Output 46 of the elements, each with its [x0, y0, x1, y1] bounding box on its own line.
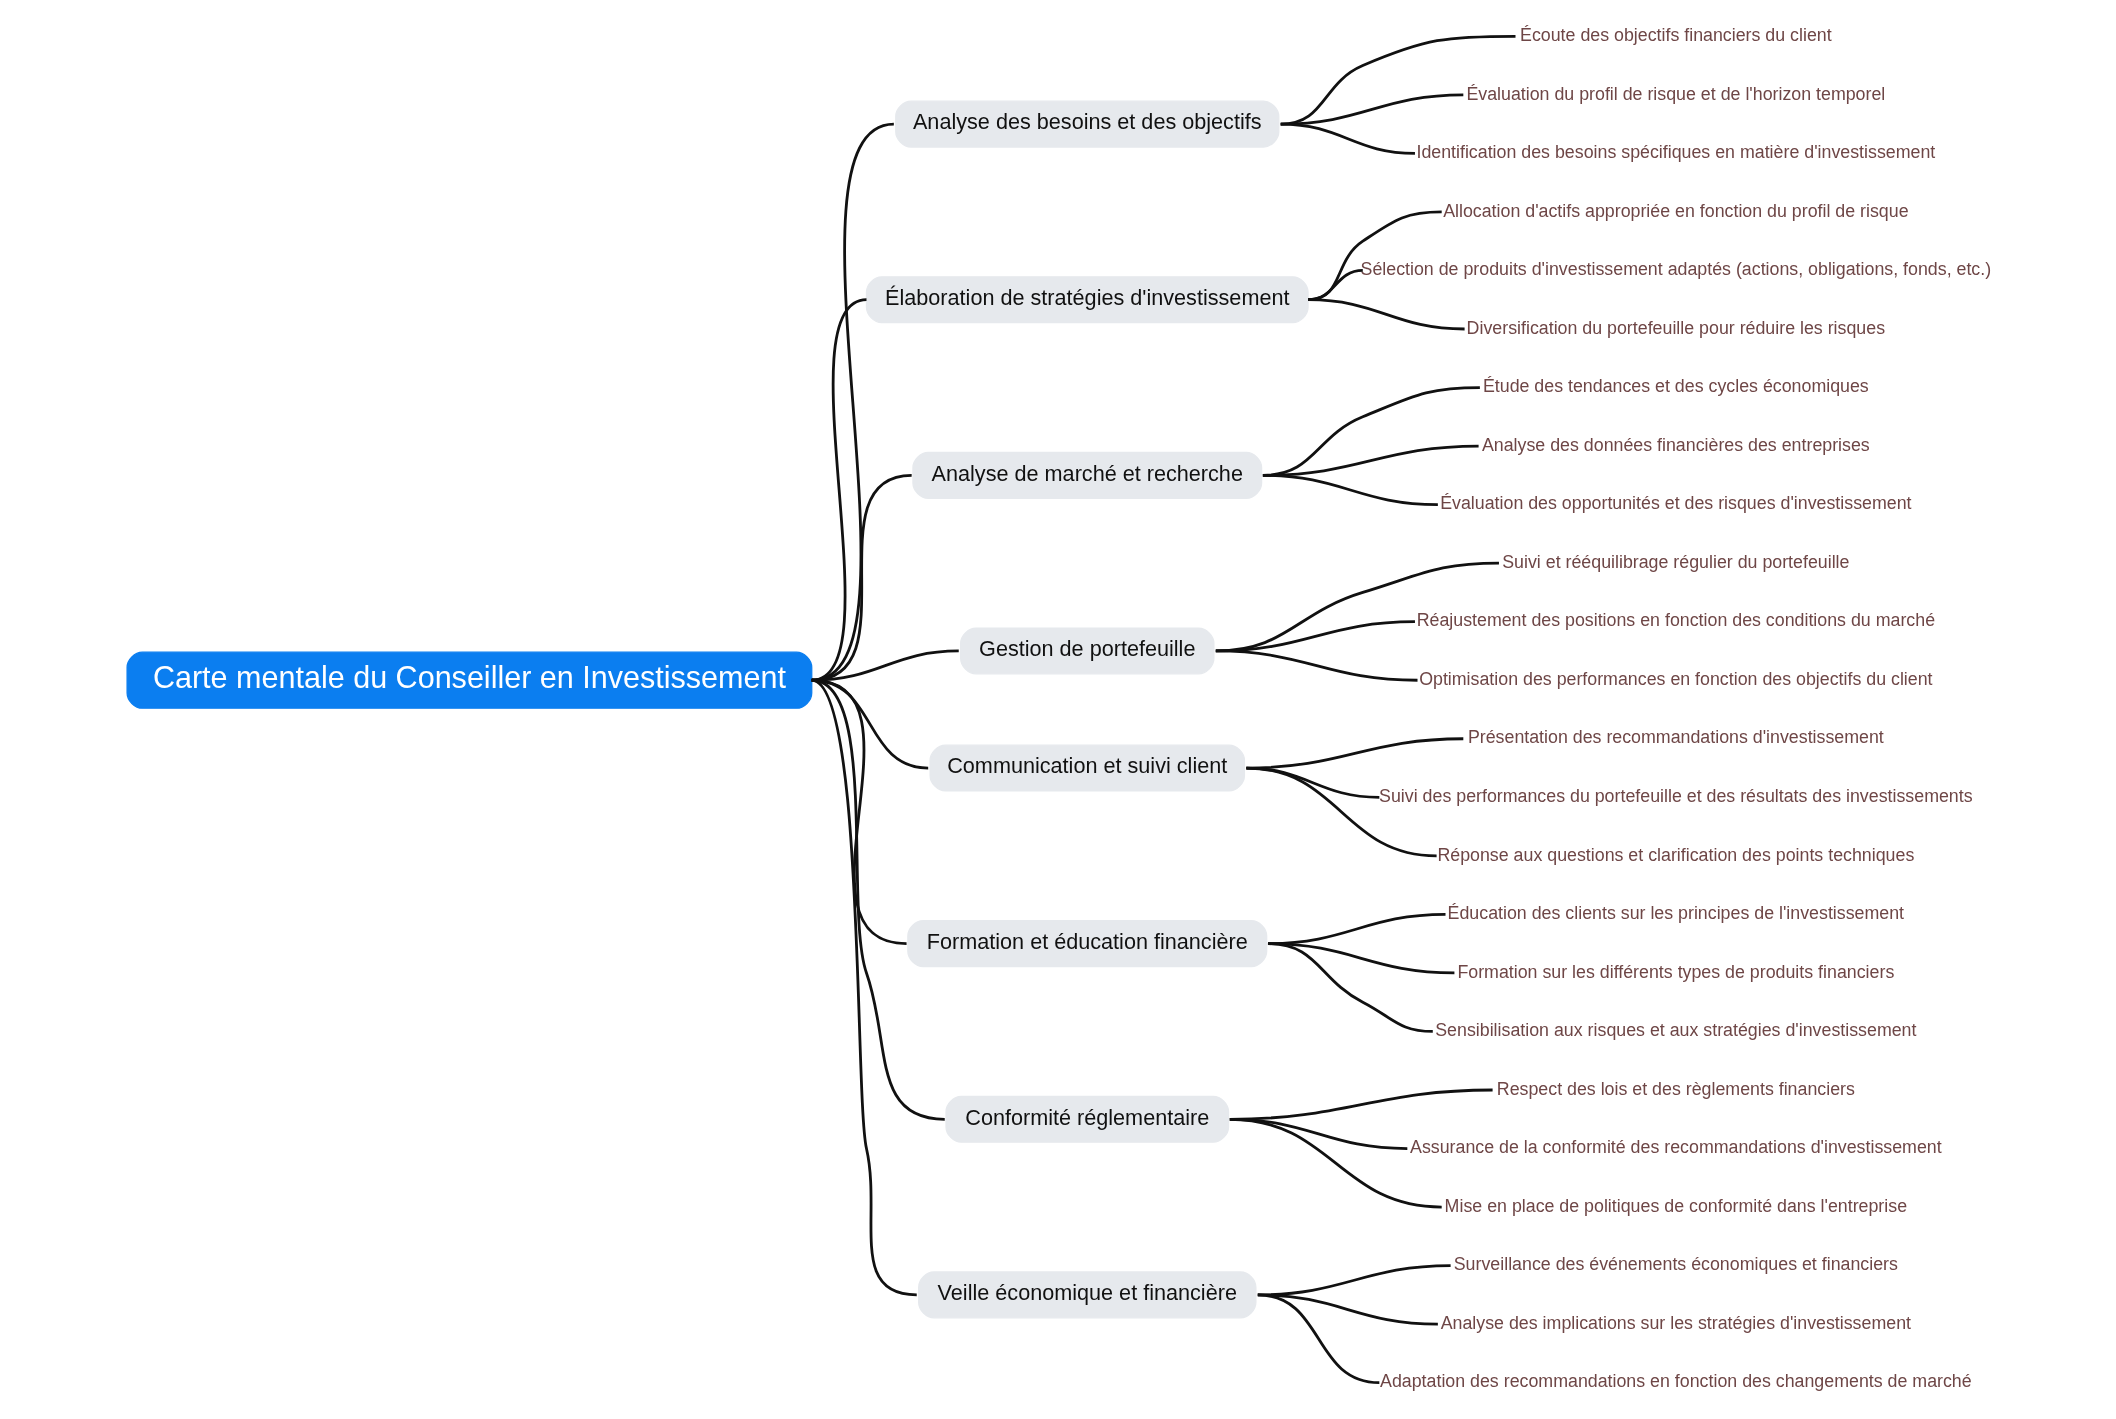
connector	[1257, 1293, 1380, 1385]
node-box: Gestion de portefeuille	[960, 627, 1215, 675]
node-text: Suivi des performances du portefeuille et des résultats des investissements	[1379, 786, 1973, 807]
node-box: Analyse de marché et recherche	[912, 451, 1263, 499]
node-text: Formation sur les différents types de produits financiers	[1457, 961, 1895, 982]
node-text: Surveillance des événements économiques et financiers	[1453, 1254, 1898, 1275]
connector	[1215, 561, 1499, 653]
node-text: Respect des lois et des règlements financiers	[1496, 1078, 1855, 1099]
node-text: Optimisation des performances en fonction des objectifs du client	[1419, 668, 1933, 689]
connector	[1229, 1117, 1442, 1209]
node-box: Élaboration de stratégies d'investissement	[865, 276, 1309, 324]
node-box: Conformité réglementaire	[945, 1095, 1230, 1143]
connector	[1215, 620, 1415, 653]
connector	[1257, 1264, 1451, 1297]
node-text: Évaluation du profil de risque et de l'horizon temporel	[1466, 83, 1886, 104]
node-text: Adaptation des recommandations en fonction des changements de marché	[1380, 1371, 1972, 1392]
connector	[1267, 942, 1433, 1033]
connector	[810, 679, 917, 1297]
node-text: Réponse aux questions et clarification des points techniques	[1437, 844, 1915, 865]
node-text: Sensibilisation aux risques et aux stratégies d'investissement	[1435, 1020, 1917, 1041]
connector	[1257, 1293, 1438, 1326]
node-text: Évaluation des opportunités et des risques d'investissement	[1440, 493, 1912, 514]
node-text: Analyse des implications sur les stratégies d'investissement	[1440, 1312, 1911, 1333]
node-text: Présentation des recommandations d'investissement	[1467, 727, 1884, 748]
node-text: Éducation des clients sur les principes de l'investissement	[1447, 903, 1905, 924]
node-text: Diversification du portefeuille pour réduire les risques	[1466, 317, 1886, 338]
node-text: Allocation d'actifs appropriée en fonction du profil de risque	[1443, 200, 1909, 221]
node-text: Analyse des données financières des entreprises	[1481, 434, 1870, 455]
node-box: Carte mentale du Conseiller en Investissement	[126, 651, 813, 709]
node-box: Formation et éducation financière	[907, 920, 1268, 968]
connector	[1262, 473, 1438, 506]
connector	[1308, 298, 1465, 331]
node-text: Identification des besoins spécifiques en matière d'investissement	[1416, 142, 1936, 163]
node-text: Suivi et rééquilibrage régulier du portefeuille	[1502, 551, 1850, 572]
node-box: Communication et suivi client	[929, 744, 1246, 792]
node-text: Assurance de la conformité des recommandations d'investissement	[1410, 1137, 1942, 1158]
node-text: Réajustement des positions en fonction des conditions du marché	[1416, 610, 1936, 631]
connector	[1280, 122, 1416, 155]
node-text: Étude des tendances et des cycles économiques	[1482, 376, 1869, 397]
node-text: Sélection de produits d'investissement adaptés (actions, obligations, fonds, etc.)	[1360, 259, 1992, 280]
connector	[1246, 766, 1437, 858]
node-text: Écoute des objectifs financiers du client	[1520, 25, 1832, 45]
node-box: Veille économique et financière	[918, 1271, 1257, 1319]
node-text: Mise en place de politiques de conformité dans l'entreprise	[1444, 1195, 1908, 1216]
node-box: Analyse des besoins et des objectifs	[895, 100, 1280, 148]
connector	[1215, 649, 1418, 682]
